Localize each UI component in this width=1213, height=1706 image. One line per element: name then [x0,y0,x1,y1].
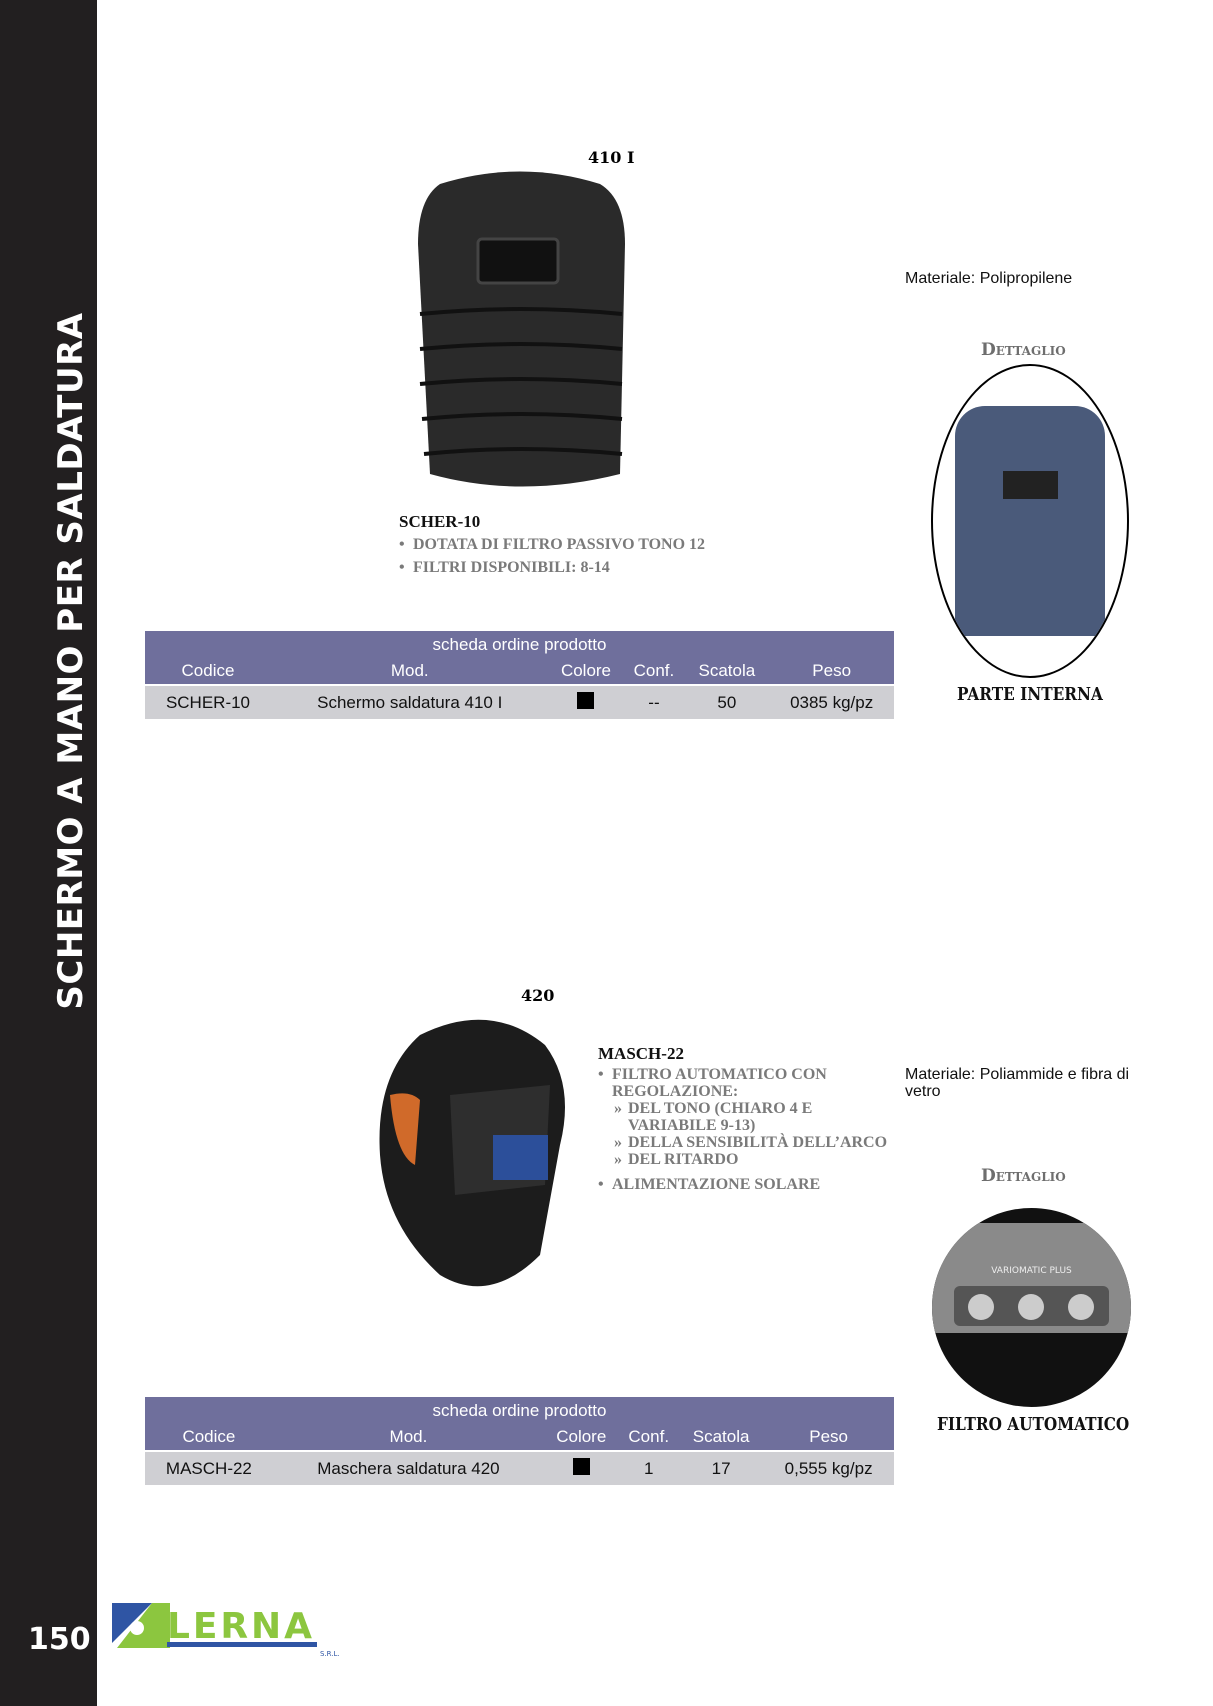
product-2-description: MASCH-22 •FILTRO AUTOMATICO CON REGOLAZI… [598,1044,888,1193]
detail-caption: FILTRO AUTOMATICO [937,1414,1130,1435]
sub-feature-item: »DEL TONO (CHIARO 4 E VARIABILE 9-13) [614,1100,813,1134]
material-text: Materiale: Polipropilene [905,270,1073,287]
welding-shield-image [418,171,625,487]
color-swatch-black [572,1457,590,1475]
sub-feature-item: »DELLA SENSIBILITÀ DELL’ARCO [614,1134,888,1151]
detail-title: Dettaglio [981,1166,1066,1186]
feature-item: •DOTATA DI FILTRO PASSIVO TONO 12 [399,536,706,553]
sub-feature-item: »DEL RITARDO [614,1151,739,1168]
model-label: 410 I [588,148,635,167]
lerna-logo: LERNA S.R.L. [112,1603,340,1658]
welding-helmet-image [379,1019,565,1287]
detail-caption: PARTE INTERNA [957,684,1103,705]
feature-item: •FILTRO AUTOMATICO CON REGOLAZIONE: [598,1066,827,1100]
feature-item: •FILTRI DISPONIBILI: 8-14 [399,559,610,576]
product-code: MASCH-22 [598,1044,684,1063]
filter-panel-label: VARIOMATIC PLUS [991,1266,1072,1276]
detail-image-inner [931,364,1129,678]
page-number: 150 [28,1622,91,1657]
table-title: scheda ordine prodotto [145,631,894,658]
detail-title: Dettaglio [981,340,1066,360]
model-label: 420 [521,986,555,1005]
detail-image-filter: VARIOMATIC PLUS [932,1208,1131,1407]
section-title: SCHERMO A MANO PER SALDATURA [51,312,91,1010]
product-1-description: SCHER-10 •DOTATA DI FILTRO PASSIVO TONO … [399,512,799,576]
color-swatch-black [577,691,595,709]
svg-text:LERNA: LERNA [167,1606,312,1647]
table-title: scheda ordine prodotto [145,1397,894,1424]
product-code: SCHER-10 [399,512,481,531]
feature-item: •ALIMENTAZIONE SOLARE [598,1176,821,1193]
material-text: Materiale: Poliammide e fibra di vetro [905,1066,1130,1100]
svg-text:S.R.L.: S.R.L. [320,1650,340,1658]
sidebar: SCHERMO A MANO PER SALDATURA 150 [0,0,97,1706]
